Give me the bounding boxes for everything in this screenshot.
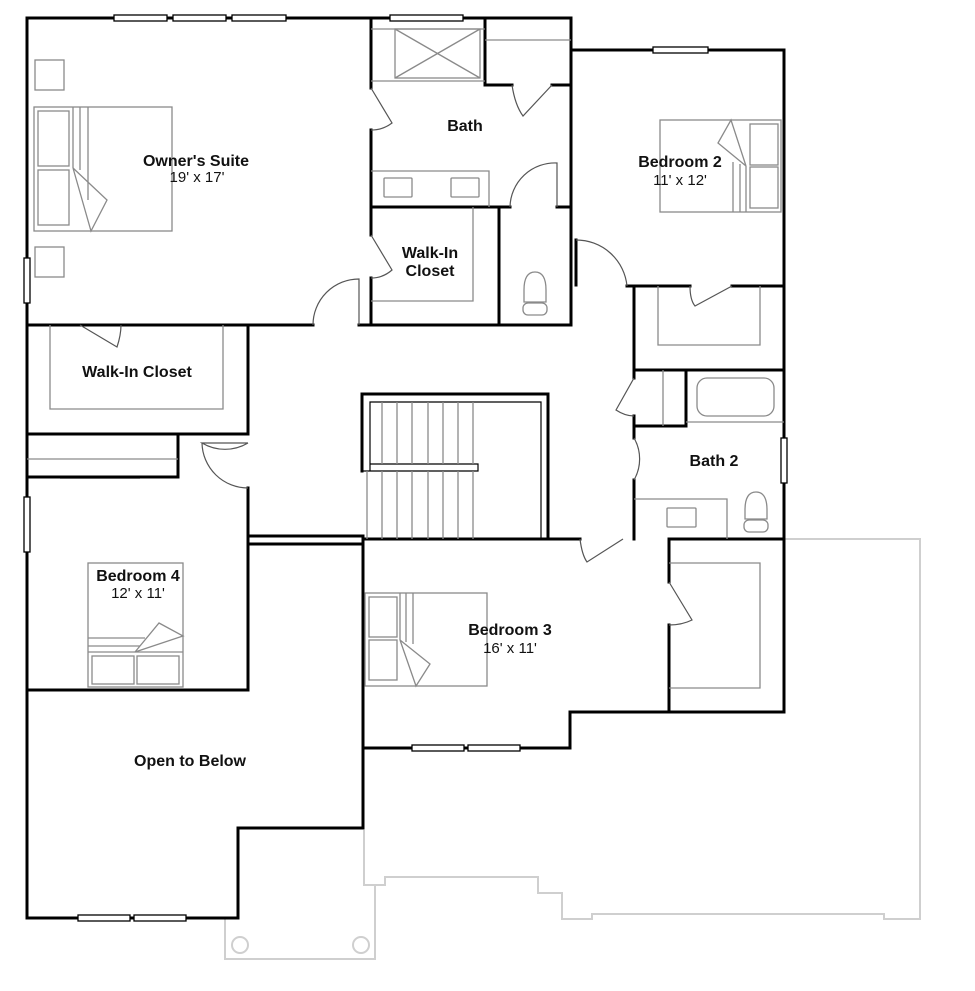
door-bedroom4 (199, 442, 249, 489)
bedroom4-size: 12' x 11' (111, 585, 165, 602)
bath-label: Bath (447, 118, 483, 135)
door-bedroom3 (579, 538, 624, 563)
sink-icon (383, 177, 413, 198)
windows (23, 14, 788, 922)
walk-in-closet-label: Walk-In Closet (82, 364, 192, 381)
doors (79, 84, 733, 626)
door-bath2-linen (615, 377, 635, 417)
door-owners-suite (312, 278, 360, 326)
owners-suite-label: Owner's Suite (143, 153, 249, 170)
nightstand-icon (34, 59, 65, 91)
bedroom3-label: Bedroom 3 (468, 622, 552, 639)
bed-icon (364, 592, 488, 687)
door-bedroom3-closet (668, 581, 693, 626)
column-left-icon (231, 936, 249, 954)
door-toilet (509, 162, 558, 208)
column-right-icon (352, 936, 370, 954)
door-bath (370, 87, 393, 131)
lower-level-outline (224, 538, 921, 960)
door-bath2 (633, 437, 641, 481)
door-bedroom2-closet (689, 285, 733, 307)
sink-icon (450, 177, 480, 198)
walk-in-closet-top-label-1: Walk-In (402, 245, 458, 262)
door-walk-in-closet-top (370, 234, 393, 279)
fixtures (27, 28, 784, 689)
nightstand-icon (34, 246, 65, 278)
sink-icon (666, 507, 697, 528)
room-labels: Owner's Suite 19' x 17' Bath Walk-In Clo… (82, 118, 738, 770)
door-linen (511, 84, 553, 117)
bed-icon (33, 106, 173, 232)
walls (25, 16, 786, 920)
toilet-icon (523, 271, 547, 303)
bedroom4-label: Bedroom 4 (96, 568, 180, 585)
open-to-below-label: Open to Below (134, 753, 247, 770)
bedroom3-size: 16' x 11' (483, 640, 537, 657)
bed-icon (87, 562, 184, 688)
bath2-label: Bath 2 (690, 453, 739, 470)
bedroom2-size: 11' x 12' (653, 172, 707, 189)
bedroom2-label: Bedroom 2 (638, 154, 722, 171)
bathtub-icon (696, 377, 775, 417)
walk-in-closet-top-label-2: Closet (406, 263, 456, 280)
door-bedroom2 (575, 239, 628, 287)
owners-suite-size: 19' x 17' (170, 169, 225, 186)
bed-icon (659, 119, 782, 213)
toilet-icon (744, 491, 768, 520)
staircase (366, 402, 474, 539)
shower-icon (394, 28, 481, 79)
door-walk-in-closet (79, 324, 122, 348)
